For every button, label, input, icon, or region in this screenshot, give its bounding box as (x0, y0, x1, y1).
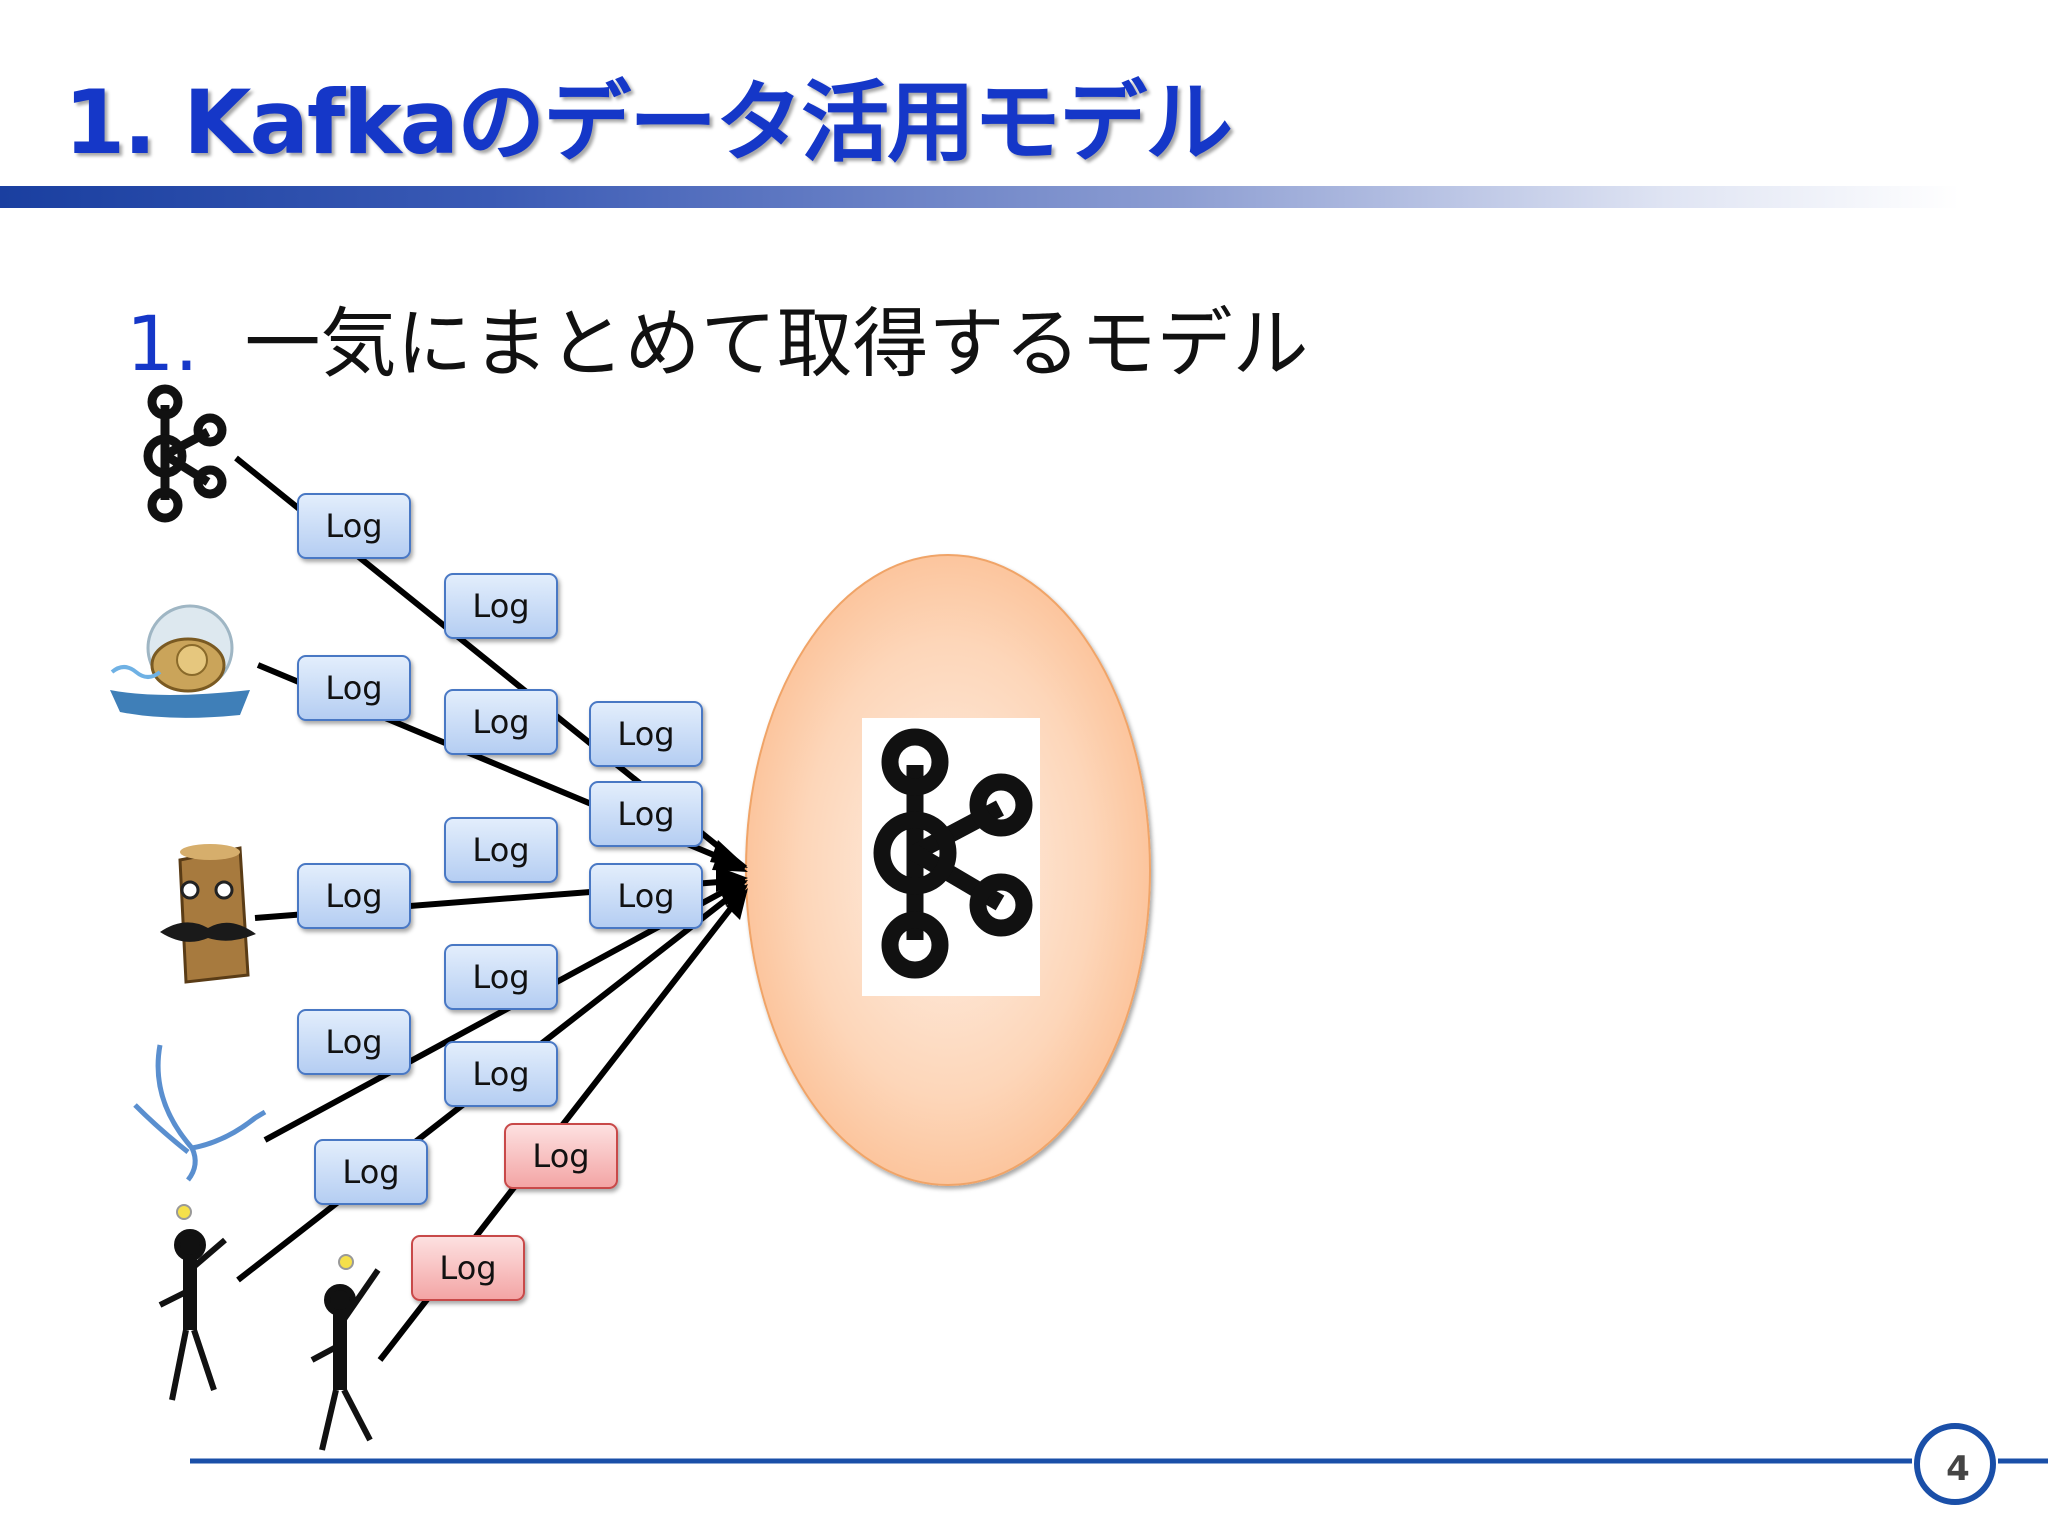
log-box-label: Log (617, 715, 674, 753)
kafka-logo-icon (143, 384, 227, 523)
log-box: Log (504, 1123, 618, 1189)
log-box-label: Log (617, 877, 674, 915)
arrow-heads (710, 840, 748, 920)
log-box: Log (444, 817, 558, 883)
title-underline-bar (0, 186, 1960, 208)
page-number: 4 (1946, 1449, 1970, 1489)
log-box-label: Log (532, 1137, 589, 1175)
slide-title: 1. Kafkaのデータ活用モデル (64, 71, 1233, 174)
log-box-label: Log (342, 1153, 399, 1191)
log-box-label: Log (617, 795, 674, 833)
person-icon (158, 1204, 227, 1401)
fluentd-logo-icon (160, 844, 256, 984)
log-box: Log (314, 1139, 428, 1205)
person-icon (310, 1254, 381, 1451)
log-box-label: Log (472, 958, 529, 996)
log-box-label: Log (439, 1249, 496, 1287)
flume-logo-icon (110, 604, 250, 718)
log-box: Log (297, 493, 411, 559)
log-box: Log (589, 781, 703, 847)
log-box-label: Log (472, 703, 529, 741)
log-box-label: Log (472, 1055, 529, 1093)
log-box: Log (589, 701, 703, 767)
bullet-item: 1. 一気にまとめて取得するモデル (126, 282, 1309, 392)
log-box: Log (297, 863, 411, 929)
log-box-label: Log (325, 507, 382, 545)
log-box: Log (297, 655, 411, 721)
log-box: Log (297, 1009, 411, 1075)
log-box: Log (411, 1235, 525, 1301)
log-box-label: Log (472, 587, 529, 625)
log-box-label: Log (325, 1023, 382, 1061)
log-box-label: Log (472, 831, 529, 869)
log-box: Log (444, 944, 558, 1010)
bird-logo-icon (133, 1044, 267, 1182)
log-box: Log (444, 1041, 558, 1107)
log-box-label: Log (325, 669, 382, 707)
log-box-label: Log (325, 877, 382, 915)
log-box: Log (589, 863, 703, 929)
bullet-number: 1. (126, 299, 199, 388)
page-number-circle (1914, 1423, 1996, 1505)
bullet-text: 一気にまとめて取得するモデル (244, 299, 1309, 388)
kafka-logo-icon (873, 728, 1033, 979)
log-box: Log (444, 689, 558, 755)
log-box: Log (444, 573, 558, 639)
